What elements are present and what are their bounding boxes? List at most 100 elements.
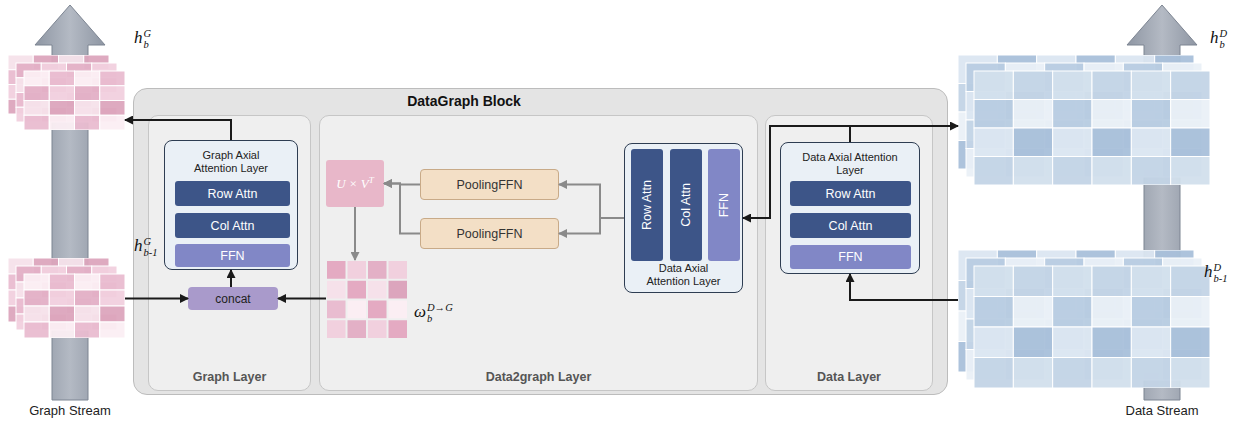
connector-arrow: [354, 207, 356, 260]
subscript: b-1: [144, 247, 158, 258]
superscript: G: [144, 236, 158, 247]
stack-cell: [974, 358, 1013, 389]
stack-cell: [1053, 327, 1092, 358]
math-label: hDb-1: [1204, 262, 1228, 284]
attention-layer-box: Graph Axial Attention LayerRow AttnCol A…: [164, 140, 298, 270]
stack-cell: [1013, 157, 1052, 186]
stack-cell: [1013, 128, 1052, 157]
box-label: FFN: [838, 250, 862, 264]
matrix-cell: [348, 301, 367, 319]
stack-cell: [49, 306, 74, 322]
script-stack: Gb-1: [144, 236, 158, 258]
stack-cell: [75, 322, 100, 338]
math-base: h: [1204, 262, 1213, 281]
stack-cell: [974, 297, 1013, 328]
attention-box: Col Attn: [670, 149, 702, 261]
stack-cell: [1013, 358, 1052, 389]
superscript: T: [369, 175, 374, 185]
box-label: Col Attn: [679, 183, 693, 227]
stack-cell: [49, 290, 74, 306]
math-label: hGb-1: [134, 236, 158, 258]
stack-cell: [1092, 128, 1131, 157]
stack-cell: [1053, 266, 1092, 297]
layer-panel: Graph Layer Graph Axial Attention LayerRo…: [148, 115, 311, 391]
superscript: D→G: [427, 302, 453, 313]
concat-box: concat: [188, 287, 278, 310]
stack-cell: [1013, 71, 1052, 100]
stack-cell: [1053, 157, 1092, 186]
stack-cell: [1171, 157, 1210, 186]
attention-box: Row Attn: [631, 149, 663, 261]
stack-cell: [100, 322, 125, 338]
matrix-grid: [326, 260, 408, 339]
stack-cell: [1092, 157, 1131, 186]
superscript: D: [1220, 28, 1228, 39]
panel-label: Data2graph Layer: [320, 370, 757, 384]
layer-title: Graph Axial Attention Layer: [165, 149, 297, 175]
stack-cell: [49, 71, 74, 86]
connector-arrow: [125, 298, 188, 300]
connector-arrow: [125, 120, 231, 140]
stack-cell: [1092, 358, 1131, 389]
feature-stack: hDb-1: [958, 250, 1210, 388]
stack-cell: [1013, 100, 1052, 129]
stack-cell: [1092, 71, 1131, 100]
math-base: h: [134, 28, 143, 47]
stack-cell: [1092, 266, 1131, 297]
stack-cell: [75, 290, 100, 306]
stack-cell: [49, 322, 74, 338]
stack-cell: [24, 290, 49, 306]
stack-cell: [1171, 128, 1210, 157]
ffn-box: FFN: [175, 244, 290, 267]
box-label: PoolingFFN: [457, 227, 523, 241]
connector-arrow: [559, 185, 624, 219]
stack-cell: [974, 266, 1013, 297]
stack-cell: [1053, 358, 1092, 389]
connector-arrow: [743, 126, 850, 218]
stack-cell: [1131, 327, 1170, 358]
superscript: G: [144, 28, 152, 39]
superscript: D: [1214, 262, 1228, 273]
block-frame: DataGraph BlockGraph LayerGraph Axial At…: [133, 88, 948, 395]
math-base: ω: [414, 302, 426, 321]
stack-grid: [958, 55, 1210, 185]
script-stack: Gb: [144, 28, 152, 50]
stack-cell: [24, 115, 49, 130]
stack-cell: [1013, 327, 1052, 358]
box-label: U × VT: [336, 175, 374, 192]
stack-cell: [75, 86, 100, 101]
stack-cell: [49, 86, 74, 101]
matrix-cell: [348, 281, 367, 299]
math-base: U × V: [336, 176, 369, 191]
stream-label: Graph Stream: [10, 403, 130, 418]
stack-cell: [1092, 297, 1131, 328]
stack-cell: [974, 157, 1013, 186]
stack-cell: [974, 327, 1013, 358]
layer-panel: Data2graph LayerU × VTPoolingFFNPoolingF…: [319, 115, 758, 391]
attention-box: Row Attn: [790, 181, 911, 206]
script-stack: Db-1: [1214, 262, 1228, 284]
connector-arrow: [559, 218, 624, 234]
stack-cell: [974, 100, 1013, 129]
stack-cell: [1171, 327, 1210, 358]
stack-cell: [24, 274, 49, 290]
stack-cell: [1053, 128, 1092, 157]
stack-grid: [8, 258, 125, 338]
stack-cell: [24, 101, 49, 116]
stack-cell: [24, 86, 49, 101]
panel-label: Graph Layer: [149, 370, 310, 384]
matrix-cell: [368, 261, 387, 279]
stack-cell: [1013, 266, 1052, 297]
stack-cell: [1092, 327, 1131, 358]
stack-cell: [974, 71, 1013, 100]
stack-cell: [1131, 100, 1170, 129]
ffn-box: FFN: [708, 149, 740, 261]
script-stack: D→Gb: [427, 302, 453, 324]
attention-box: Col Attn: [175, 213, 290, 238]
stack-grid: [958, 250, 1210, 388]
stack-cell: [100, 71, 125, 86]
connector-arrow: [384, 184, 420, 185]
matrix-cell: [348, 261, 367, 279]
stack-cell: [1053, 71, 1092, 100]
stack-cell: [1171, 71, 1210, 100]
